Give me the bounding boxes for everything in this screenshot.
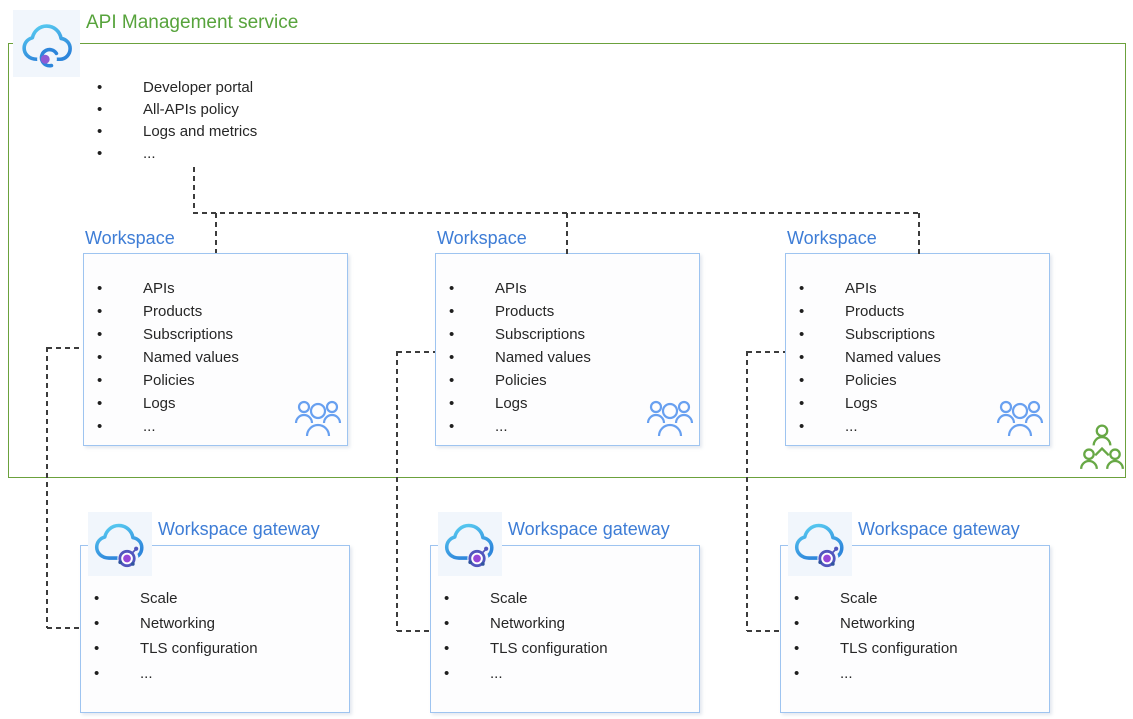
- workspace-item: Named values: [83, 346, 239, 369]
- workspace-2-title: Workspace: [437, 228, 527, 248]
- gateway-item: Networking: [80, 611, 258, 636]
- org-people-icon: [1080, 424, 1124, 469]
- workspace-item: Logs: [435, 392, 591, 415]
- gateway-item: Scale: [780, 586, 958, 611]
- workspace-item: ...: [785, 415, 941, 438]
- workspace-item: ...: [435, 415, 591, 438]
- team-icon: [646, 400, 694, 437]
- connector-drop-workspace-1: [215, 213, 217, 253]
- connector-ws2-out: [397, 351, 435, 353]
- gateway-item: TLS configuration: [780, 636, 958, 661]
- workspace-3-title: Workspace: [787, 228, 877, 248]
- workspace-gateway-cloud-icon: [794, 523, 844, 570]
- workspace-item: APIs: [785, 277, 941, 300]
- workspace-item: Products: [83, 300, 239, 323]
- workspace-item: Subscriptions: [435, 323, 591, 346]
- connector-ws3-out: [747, 351, 785, 353]
- service-feature: All-APIs policy: [83, 99, 257, 121]
- workspace-item: APIs: [435, 277, 591, 300]
- workspace-item: Subscriptions: [83, 323, 239, 346]
- connector-ws1-into-gateway: [47, 627, 80, 629]
- gateway-item: Scale: [430, 586, 608, 611]
- team-icon: [294, 400, 342, 437]
- workspace-2-list: APIs Products Subscriptions Named values…: [435, 277, 591, 438]
- gateway-item: TLS configuration: [80, 636, 258, 661]
- gateway-3-list: Scale Networking TLS configuration ...: [780, 586, 958, 686]
- service-feature: ...: [83, 143, 257, 165]
- team-icon: [996, 400, 1044, 437]
- connector-ws3-down: [746, 351, 748, 631]
- connector-ws3-into-gateway: [747, 630, 780, 632]
- gateway-2-icon-tile: [438, 512, 502, 576]
- service-feature: Logs and metrics: [83, 121, 257, 143]
- api-management-icon-tile: [13, 10, 80, 77]
- connector-drop-workspace-3: [918, 213, 920, 255]
- workspace-item: Logs: [83, 392, 239, 415]
- connector-service-branch: [193, 212, 920, 214]
- gateway-3-title: Workspace gateway: [858, 519, 1020, 539]
- gateway-3-icon-tile: [788, 512, 852, 576]
- workspace-gateway-cloud-icon: [444, 523, 494, 570]
- workspace-item: APIs: [83, 277, 239, 300]
- gateway-item: Networking: [430, 611, 608, 636]
- gateway-item: TLS configuration: [430, 636, 608, 661]
- service-feature: Developer portal: [83, 77, 257, 99]
- workspace-item: Policies: [435, 369, 591, 392]
- connector-ws1-out: [47, 347, 83, 349]
- gateway-item: Networking: [780, 611, 958, 636]
- workspace-item: Products: [785, 300, 941, 323]
- workspace-item: Subscriptions: [785, 323, 941, 346]
- gateway-item: ...: [80, 661, 258, 686]
- gateway-1-title: Workspace gateway: [158, 519, 320, 539]
- workspace-1-list: APIs Products Subscriptions Named values…: [83, 277, 239, 438]
- workspace-item: Products: [435, 300, 591, 323]
- workspace-item: Policies: [785, 369, 941, 392]
- gateway-1-list: Scale Networking TLS configuration ...: [80, 586, 258, 686]
- gateway-item: ...: [780, 661, 958, 686]
- gateway-2-list: Scale Networking TLS configuration ...: [430, 586, 608, 686]
- workspace-3-list: APIs Products Subscriptions Named values…: [785, 277, 941, 438]
- workspace-gateway-cloud-icon: [94, 523, 144, 570]
- connector-ws2-into-gateway: [397, 630, 430, 632]
- workspace-item: Named values: [785, 346, 941, 369]
- gateway-item: ...: [430, 661, 608, 686]
- service-feature-list: Developer portal All-APIs policy Logs an…: [83, 77, 257, 165]
- workspace-item: Policies: [83, 369, 239, 392]
- gateway-1-icon-tile: [88, 512, 152, 576]
- workspace-1-title: Workspace: [85, 228, 175, 248]
- connector-drop-workspace-2: [566, 213, 568, 255]
- connector-ws2-down: [396, 351, 398, 631]
- service-title: API Management service: [86, 12, 299, 33]
- connector-ws1-down: [46, 347, 48, 628]
- api-management-cloud-icon: [21, 23, 72, 69]
- gateway-item: Scale: [80, 586, 258, 611]
- workspace-item: ...: [83, 415, 239, 438]
- workspace-item: Named values: [435, 346, 591, 369]
- gateway-2-title: Workspace gateway: [508, 519, 670, 539]
- connector-service-stem: [193, 167, 195, 213]
- workspace-item: Logs: [785, 392, 941, 415]
